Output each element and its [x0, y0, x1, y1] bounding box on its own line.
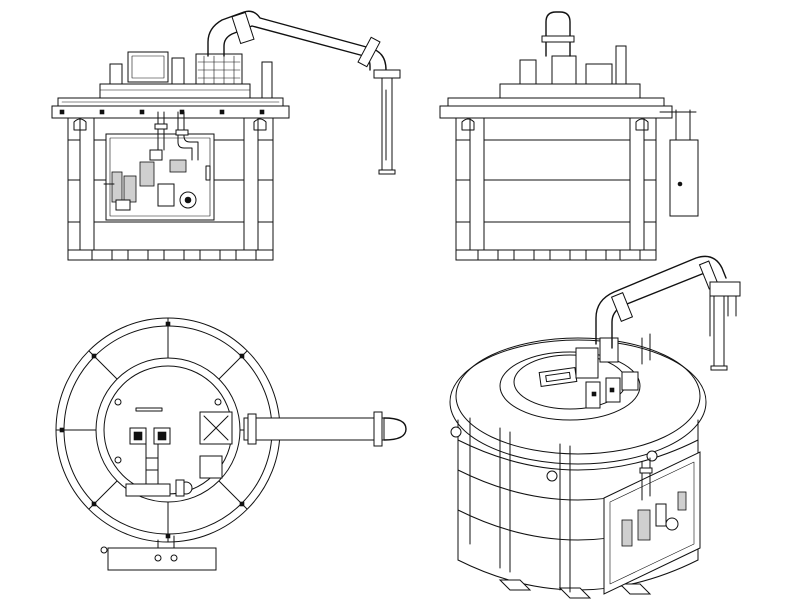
tank-body-rear [455, 117, 657, 251]
iso-top-flange [449, 339, 707, 465]
top-flange-rear [439, 105, 673, 119]
isometric-view [449, 255, 741, 599]
vent-tube [381, 77, 393, 171]
plan-view [55, 317, 407, 571]
iso-gooseneck [595, 255, 741, 371]
front-elevation-view [51, 10, 401, 261]
lifting-eye [545, 11, 571, 57]
base-feet [91, 249, 257, 261]
pipe-flange [373, 69, 401, 79]
side-cabinet [669, 139, 699, 217]
iso-cover [499, 351, 641, 421]
rear-elevation-view [439, 11, 699, 261]
gooseneck-pipe [207, 10, 401, 175]
iso-control-panel [603, 451, 701, 595]
top-flange [51, 105, 290, 119]
flange-bolts [59, 109, 265, 115]
stiffener-right [243, 117, 259, 251]
panel-components [103, 149, 197, 211]
iso-stiffeners [469, 417, 571, 593]
iso-vent-tube [713, 295, 725, 367]
panel-handle [205, 165, 211, 181]
plan-pipe [199, 411, 407, 447]
lifting-lug-left [73, 118, 87, 131]
stiffener-left [79, 117, 95, 251]
cover-equipment [99, 51, 273, 99]
cover-equipment-rear [499, 11, 641, 99]
base-feet-rear [477, 249, 641, 261]
lifting-lug-right [253, 118, 267, 131]
iso-equipment [575, 337, 639, 409]
plan-cabinet [107, 547, 217, 571]
panel-piping [154, 111, 199, 161]
